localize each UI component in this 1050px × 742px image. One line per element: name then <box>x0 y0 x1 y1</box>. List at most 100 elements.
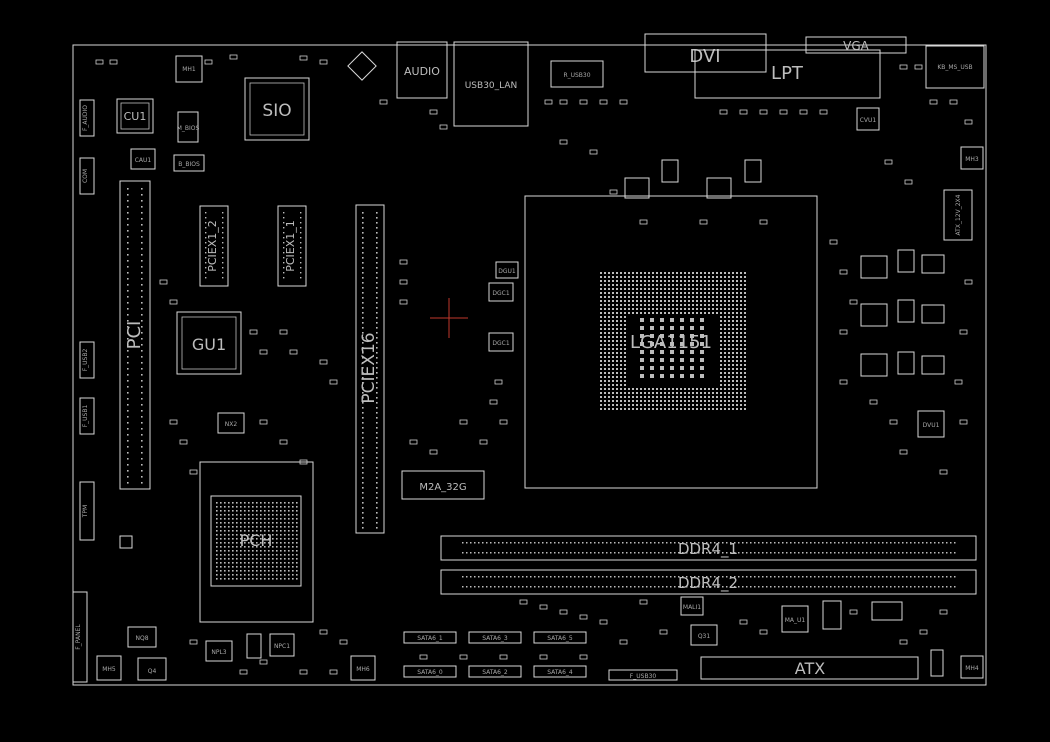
pch-ball <box>296 562 298 564</box>
m2a-slot <box>401 470 485 500</box>
pch-ball <box>268 506 270 508</box>
q31-label: Q31 <box>698 633 711 640</box>
pciex16-pin <box>376 352 378 354</box>
cpu-pin <box>688 308 690 310</box>
pch-ball <box>288 522 290 524</box>
ddr4-1-pin <box>946 552 948 554</box>
ddr4-1-pin <box>670 542 672 544</box>
cpu-pin <box>620 276 622 278</box>
pch-ball <box>236 526 238 528</box>
ddr4-2-pin <box>914 576 916 578</box>
pch-ball <box>296 518 298 520</box>
cpu-pin <box>744 296 746 298</box>
cpu-pin <box>744 408 746 410</box>
ddr4-1-pin <box>686 542 688 544</box>
cpu-pin <box>684 272 686 274</box>
ddr4-1-pin <box>826 552 828 554</box>
pch-ball <box>288 574 290 576</box>
ddr4-1-pin <box>594 552 596 554</box>
ddr4-2-pin <box>838 576 840 578</box>
cu1-label: CU1 <box>124 110 147 123</box>
pch-ball <box>268 534 270 536</box>
f-usb30-label: F_USB30 <box>630 673 657 680</box>
pch-ball <box>296 538 298 540</box>
cpu-pin <box>744 312 746 314</box>
cpu-center-pad <box>660 318 664 322</box>
pch-ball <box>284 566 286 568</box>
ddr4-2-pin <box>826 576 828 578</box>
npc1-part <box>269 633 295 657</box>
ddr4-1-pin <box>898 552 900 554</box>
pci-pin <box>141 398 143 400</box>
pch-ball <box>276 510 278 512</box>
cpu-pin <box>684 392 686 394</box>
cpu-pin <box>676 304 678 306</box>
cpu-pin <box>628 288 630 290</box>
pch-ball <box>244 510 246 512</box>
pch-ball <box>280 550 282 552</box>
pciex16-pin <box>376 467 378 469</box>
cpu-pin <box>604 276 606 278</box>
cpu-pin <box>664 284 666 286</box>
mali1-chip <box>680 596 704 616</box>
cpu-pin <box>648 276 650 278</box>
ddr4-2-pin <box>770 586 772 588</box>
pch-ball <box>248 554 250 556</box>
cpu-pin <box>712 408 714 410</box>
pciex16-pin <box>362 462 364 464</box>
pci-pin <box>141 470 143 472</box>
cvu1-label: CVU1 <box>860 117 877 124</box>
cpu-pin <box>692 388 694 390</box>
cpu-pin <box>640 288 642 290</box>
cpu-pin <box>688 276 690 278</box>
cpu-pin <box>724 292 726 294</box>
cpu-pin <box>744 332 746 334</box>
ddr4-2-pin <box>682 576 684 578</box>
ddr4-1-pin <box>554 542 556 544</box>
pch-ball <box>240 510 242 512</box>
ddr4-2-pin <box>882 586 884 588</box>
cpu-pin <box>712 392 714 394</box>
cpu-center-pad <box>690 342 694 346</box>
cpu-pin <box>740 368 742 370</box>
cpu-pin <box>740 300 742 302</box>
cpu-center-pad <box>650 326 654 330</box>
q4-label: Q4 <box>148 668 157 675</box>
cpu-pin <box>736 360 738 362</box>
pciex16-pin <box>376 522 378 524</box>
nx2-part <box>217 412 245 434</box>
pciex16-pin <box>376 317 378 319</box>
cpu-pin <box>720 344 722 346</box>
pch-ball <box>264 522 266 524</box>
ddr4-2-pin <box>498 576 500 578</box>
cpu-pin <box>716 292 718 294</box>
pch-ball <box>296 578 298 580</box>
cpu-pin <box>688 272 690 274</box>
cpu-pin <box>712 288 714 290</box>
cpu-pin <box>656 408 658 410</box>
ddr4-2-pin <box>906 576 908 578</box>
passive-component <box>819 109 828 115</box>
cpu-pin <box>628 392 630 394</box>
pch-ball <box>224 542 226 544</box>
pch-ball <box>240 518 242 520</box>
pch-ball <box>284 514 286 516</box>
pch-ball <box>292 502 294 504</box>
cpu-pin <box>732 340 734 342</box>
pch-ball <box>284 546 286 548</box>
cpu-pin <box>736 352 738 354</box>
pch-ball <box>264 534 266 536</box>
cpu-pin <box>712 400 714 402</box>
cpu-pin <box>664 308 666 310</box>
cpu-pin <box>656 404 658 406</box>
pch-ball <box>292 530 294 532</box>
cpu-pin <box>736 280 738 282</box>
pci-pin <box>127 410 129 412</box>
cpu-pin <box>720 280 722 282</box>
ddr4-1-pin <box>610 542 612 544</box>
cpu-pin <box>652 300 654 302</box>
cpu-pin <box>716 284 718 286</box>
r-usb30-label: R_USB30 <box>563 72 590 79</box>
ddr4-2-pin <box>886 586 888 588</box>
